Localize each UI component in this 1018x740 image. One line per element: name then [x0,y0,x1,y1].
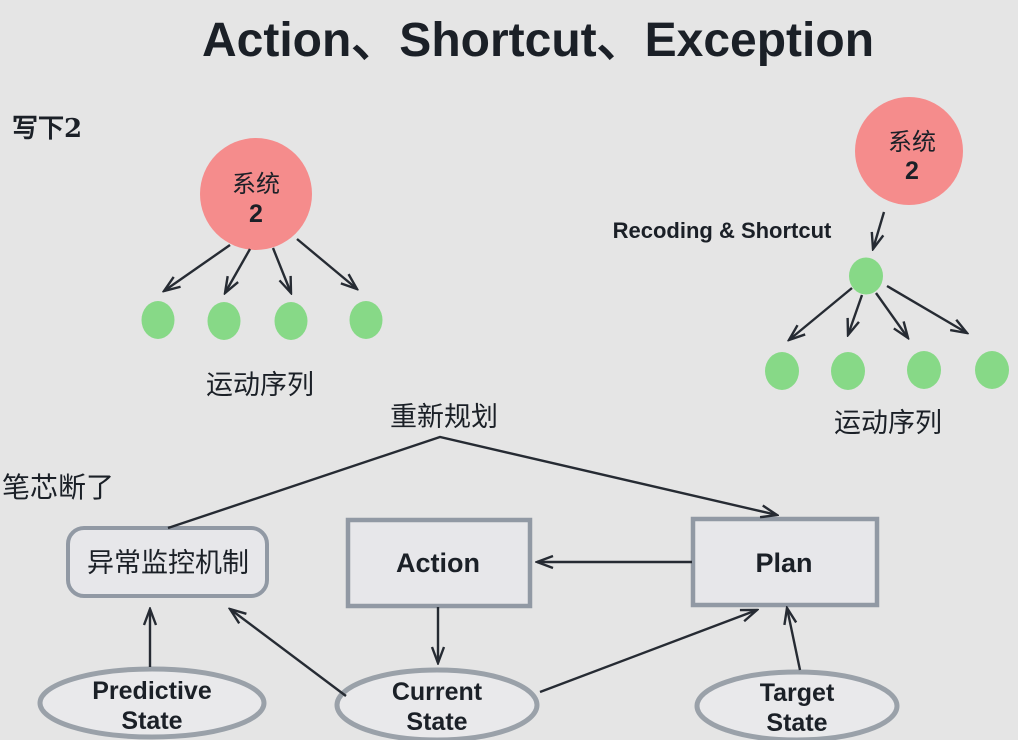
monitor-box [68,528,267,596]
label-pen-lead-broke: 笔芯断了 [2,471,114,504]
motor-node-left-3 [274,302,308,340]
monitor-box-border [66,526,269,598]
motor-node-right-3 [907,351,941,389]
arrow-left-root-to-leaf-3 [271,247,291,293]
motor-node-left-2 [207,302,241,340]
label-recoding-shortcut: Recoding & Shortcut [613,218,832,243]
arrow-right-hub-to-leaf-4 [886,284,967,333]
motor-node-left-4 [349,301,383,339]
plan-box [690,516,880,608]
action-box [345,517,533,609]
predictive-state-label-line1: Predictive [92,677,212,705]
predictive-state-label-line2: State [121,707,182,735]
arrow-right-root-to-hub [873,211,886,249]
arrow-right-hub-to-leaf-3 [875,292,908,338]
page-title: Action、Shortcut、Exception [202,14,874,67]
arrow-replan-monitor-to-plan [167,435,777,530]
predictive-state-ellipse [37,666,267,740]
motor-node-right-1 [765,352,799,390]
current-state-label-line2: State [406,708,467,736]
arrow-right-hub-to-leaf-2 [848,294,864,335]
target-state-label-line1: Target [760,679,835,707]
system2-node-right-label-line1: 系统 [888,128,936,156]
target-state-label-line2: State [766,709,827,737]
arrow-target-to-plan [787,608,802,671]
monitor-box-label: 异常监控机制 [87,548,249,579]
arrow-right-hub-to-leaf-1 [789,287,853,340]
arrow-left-root-to-leaf-4 [296,238,357,289]
action-box-label: Action [396,548,480,578]
caption-motor-sequence-left: 运动序列 [206,370,314,401]
system2-node-left-label-line2: 2 [249,200,263,228]
caption-motor-sequence-right: 运动序列 [834,408,942,439]
current-state-label-line1: Current [392,678,483,706]
motor-hub-node-right [849,257,883,295]
motor-node-right-4 [975,351,1009,389]
arrow-left-root-to-leaf-1 [164,244,231,291]
motor-node-left-1 [141,301,175,339]
plan-box-label: Plan [755,548,812,578]
label-write-down-2: 写下2 [12,114,82,144]
system2-node-left-label-line1: 系统 [232,170,280,198]
system2-node-right [855,97,963,205]
current-state-ellipse [334,667,540,740]
system2-node-right-label-line2: 2 [905,157,919,185]
motor-node-right-2 [831,352,865,390]
system2-node-left [200,138,312,250]
label-replan: 重新规划 [390,402,498,433]
target-state-ellipse [694,669,900,740]
arrow-left-root-to-leaf-2 [225,248,252,293]
arrow-current-to-plan [539,610,757,694]
arrow-current-to-monitor [230,609,347,697]
